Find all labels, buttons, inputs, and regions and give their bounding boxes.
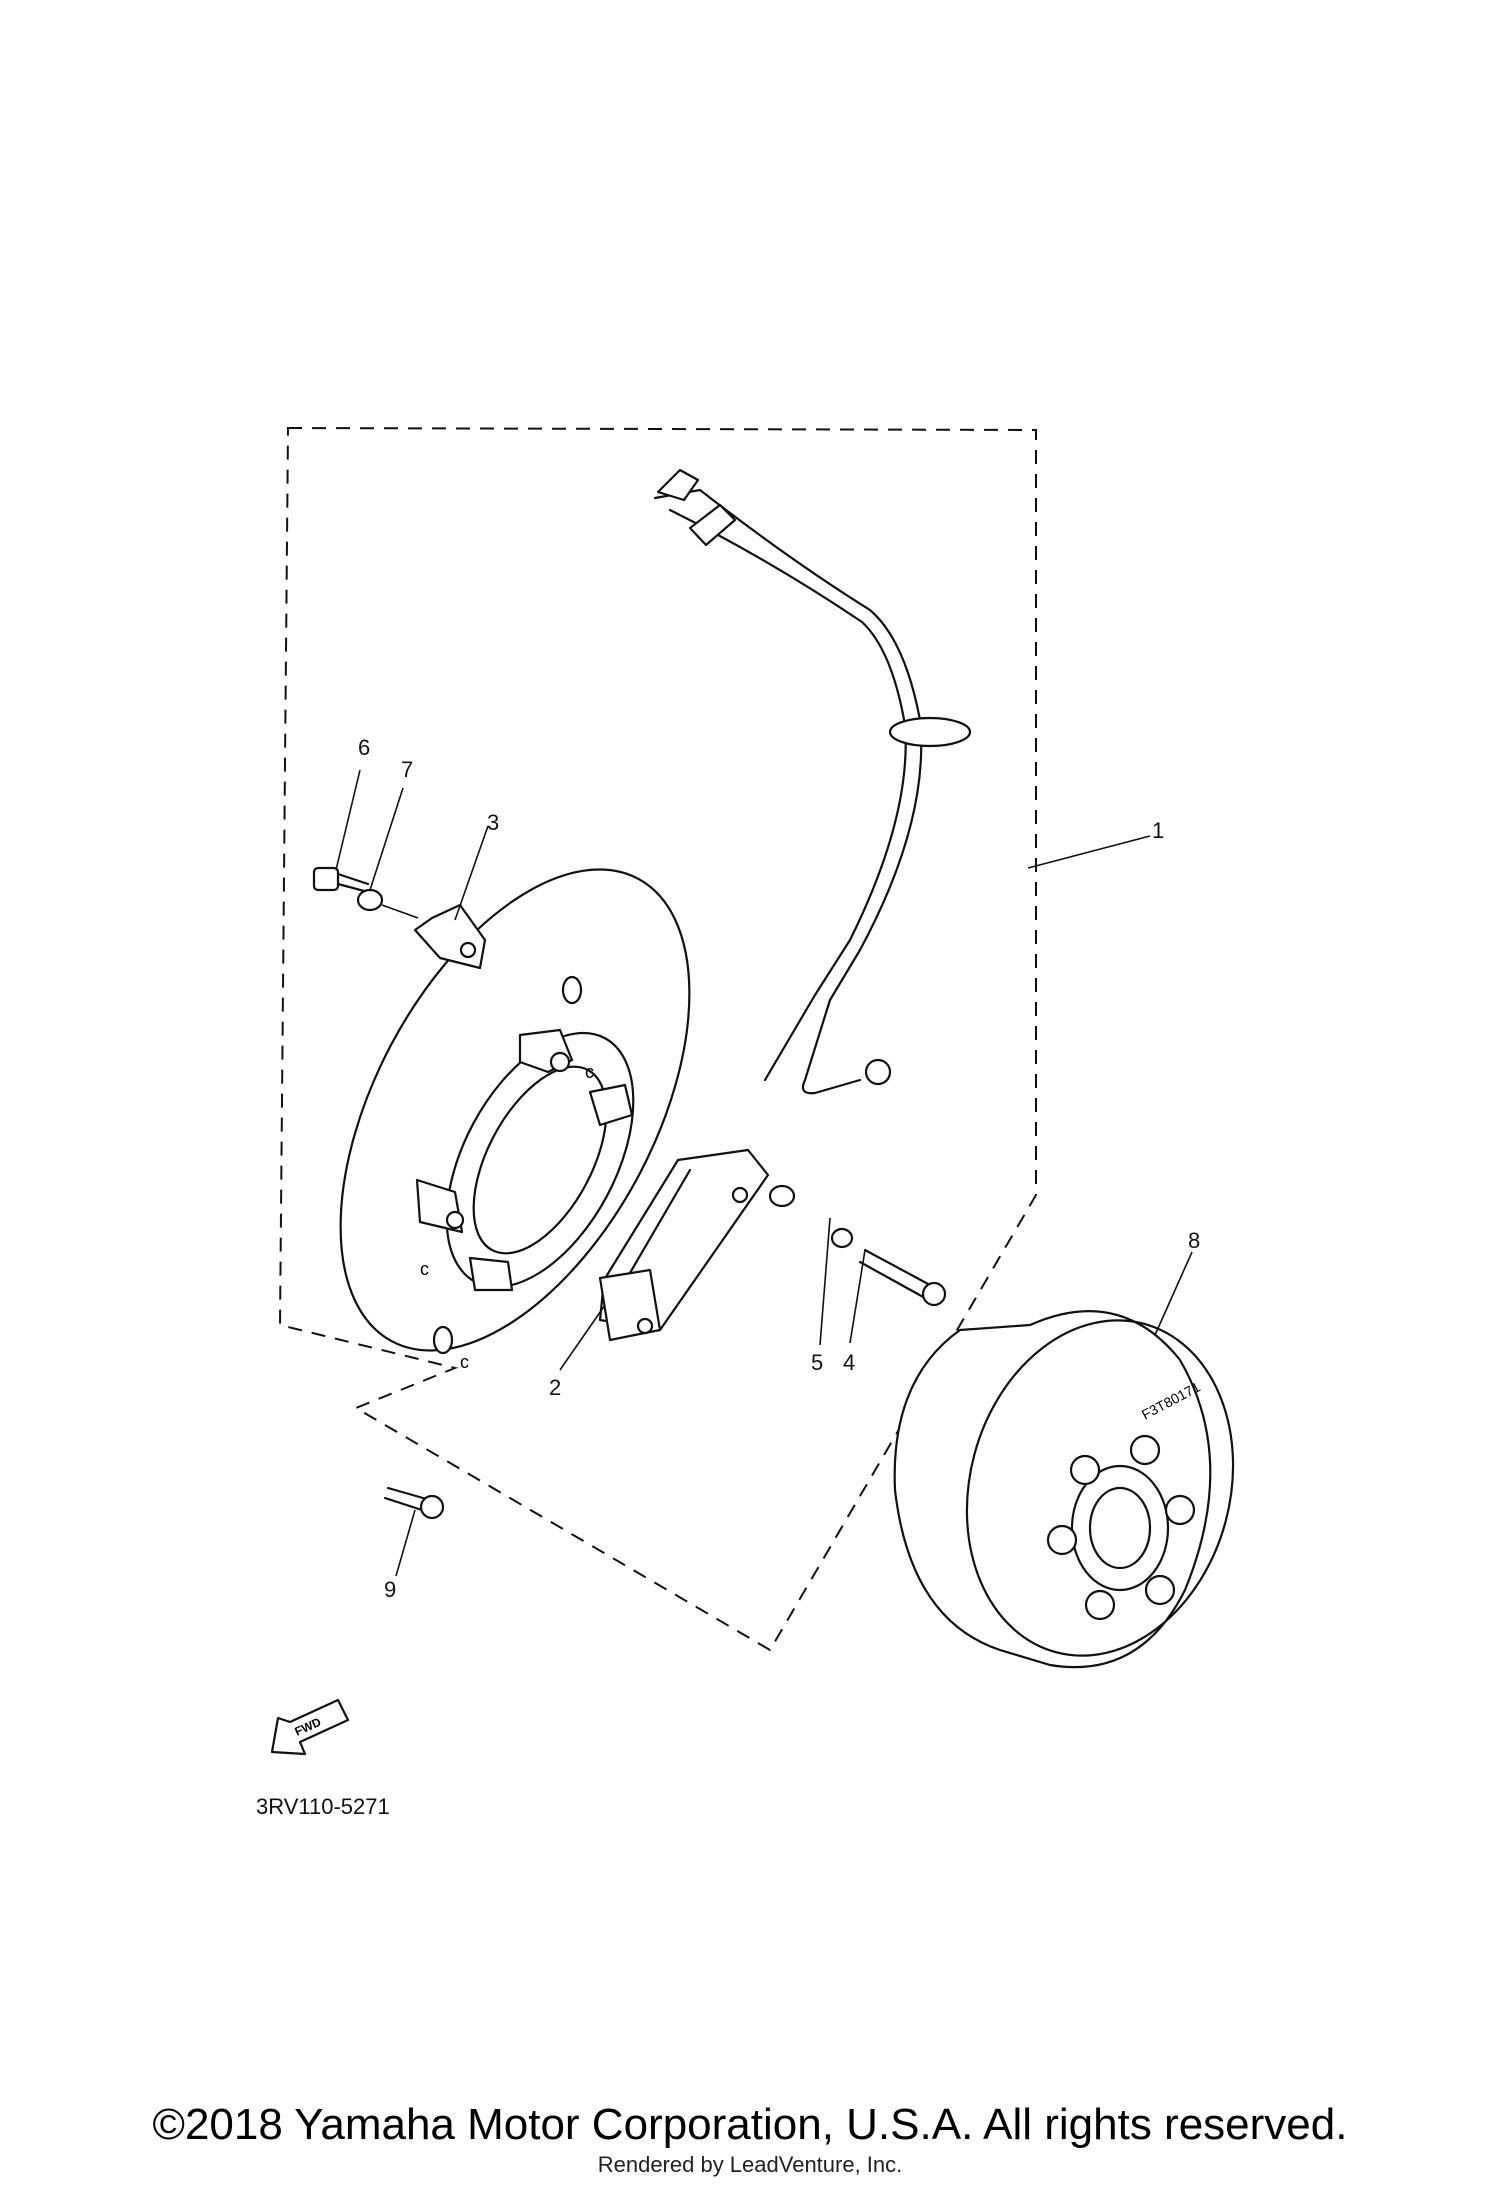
callout-8: 8 xyxy=(1188,1228,1200,1253)
svg-text:c: c xyxy=(460,1352,469,1372)
callout-1: 1 xyxy=(1152,818,1164,843)
assembly-boundary xyxy=(278,426,1037,1652)
callout-2: 2 xyxy=(549,1375,561,1400)
callout-6: 6 xyxy=(358,735,370,760)
bracket xyxy=(413,903,487,970)
flywheel-rotor: F3T80171 xyxy=(893,1309,1235,1669)
stator-plate: c c c xyxy=(339,868,691,1372)
pickup-coil xyxy=(598,1148,770,1342)
callout-9: 9 xyxy=(384,1577,396,1602)
callout-5: 5 xyxy=(811,1350,823,1375)
svg-text:c: c xyxy=(420,1259,429,1279)
copyright-notice: ©2018 Yamaha Motor Corporation, U.S.A. A… xyxy=(152,2100,1348,2149)
rendered-by: Rendered by LeadVenture, Inc. xyxy=(597,2152,903,2177)
callout-3: 3 xyxy=(487,810,499,835)
callout-7: 7 xyxy=(401,757,413,782)
leader-lines xyxy=(335,769,1193,1577)
fwd-arrow: FWD xyxy=(270,1698,350,1756)
diagram-code: 3RV110-5271 xyxy=(256,1794,390,1819)
svg-text:c: c xyxy=(585,1062,594,1082)
wire-harness xyxy=(653,468,972,1095)
callout-4: 4 xyxy=(843,1350,855,1375)
